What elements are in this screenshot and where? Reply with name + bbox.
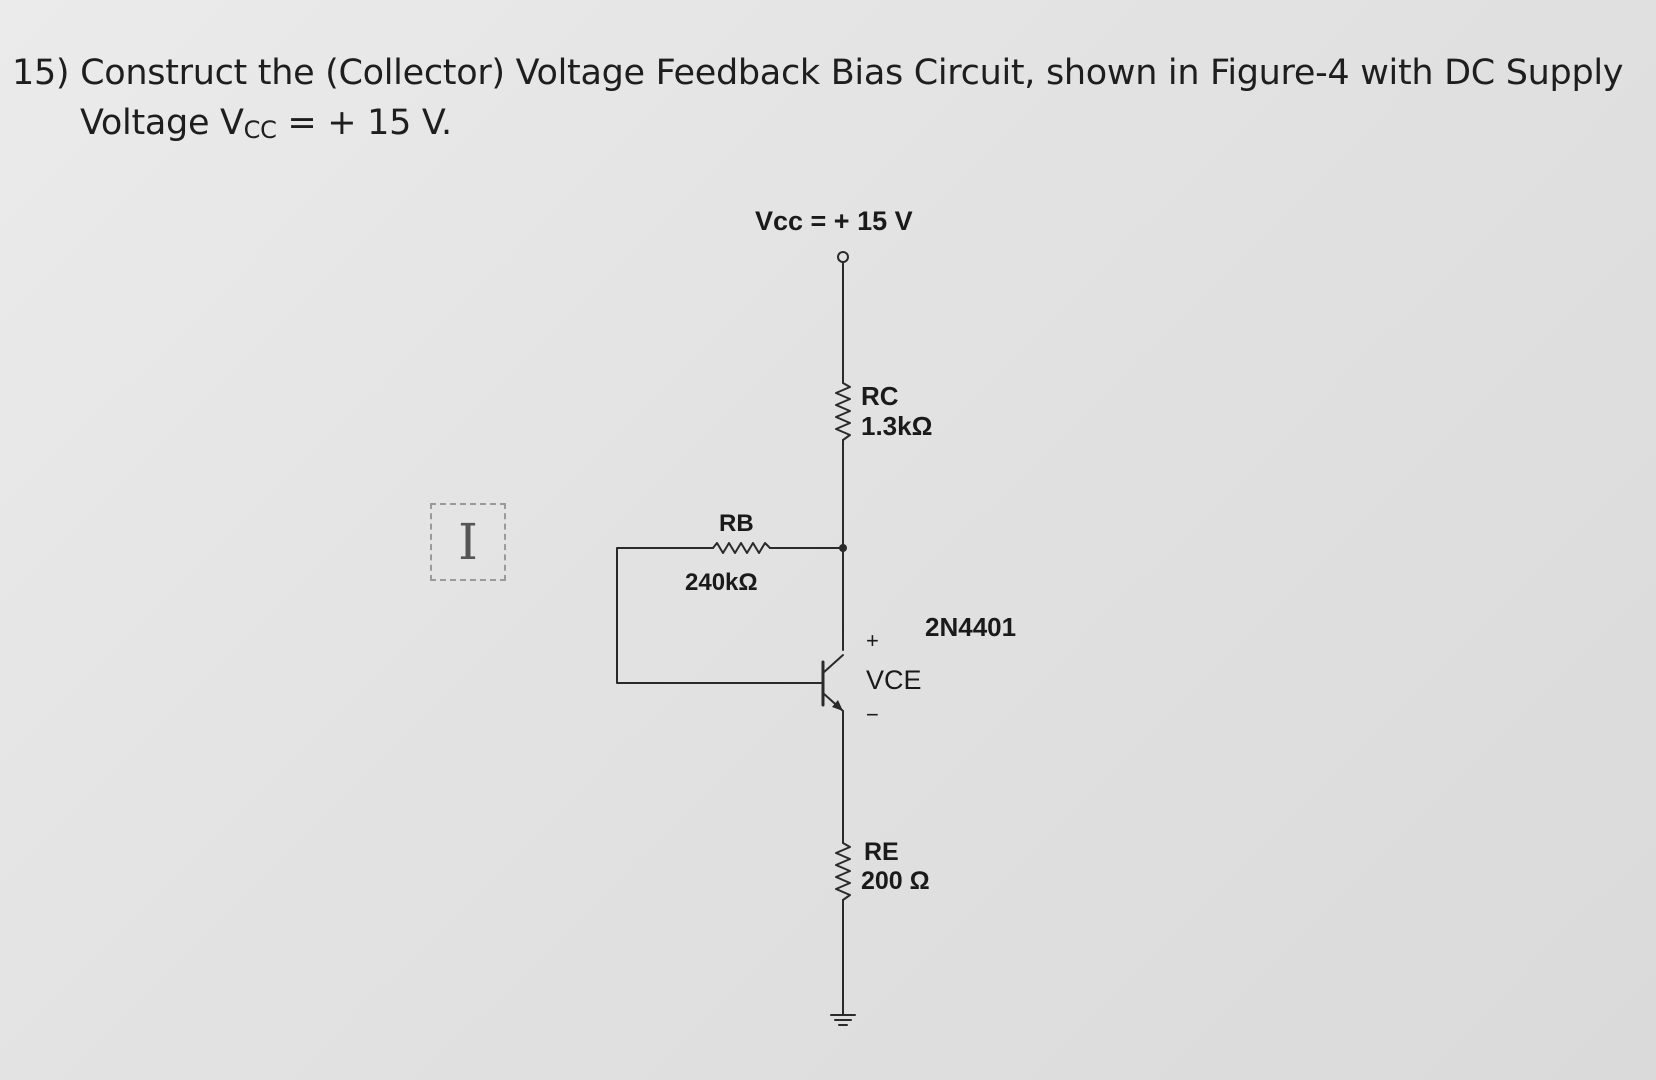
collector-junction-dot [839, 544, 847, 552]
vcc-label: Vcc = + 15 V [755, 206, 913, 236]
re-value-label: 200 Ω [861, 867, 930, 895]
rc-value-label: 1.3kΩ [861, 411, 932, 441]
question-line-2-subscript: CC [243, 116, 277, 144]
vce-label: VCE [866, 665, 922, 695]
question-number: 15) [12, 53, 70, 93]
re-name-label: RE [864, 838, 899, 866]
text-cursor-icon: I [430, 503, 506, 581]
question-line-2-suffix: = + 15 V. [276, 103, 452, 143]
question-line-2: Voltage VCC = + 15 V. [12, 98, 1632, 148]
feedback-wire [616, 547, 806, 684]
re-resistor [835, 842, 851, 901]
rb-resistor [712, 542, 771, 554]
vce-minus-label: − [866, 702, 879, 727]
collector-lead [822, 654, 844, 674]
question-line-1: 15) Construct the (Collector) Voltage Fe… [12, 48, 1632, 98]
rb-name-label: RB [719, 510, 754, 537]
transistor-label: 2N4401 [925, 612, 1016, 642]
emitter-arrow-icon [832, 700, 843, 711]
question-text: 15) Construct the (Collector) Voltage Fe… [12, 48, 1632, 148]
question-line-2-prefix: Voltage V [80, 103, 244, 143]
rb-value-label: 240kΩ [685, 569, 758, 596]
rc-name-label: RC [861, 381, 899, 411]
cursor-glyph: I [458, 513, 478, 571]
vce-plus-label: + [866, 628, 879, 653]
rc-resistor [835, 382, 851, 441]
vcc-terminal [837, 251, 849, 263]
question-line-1-text: Construct the (Collector) Voltage Feedba… [80, 53, 1624, 93]
